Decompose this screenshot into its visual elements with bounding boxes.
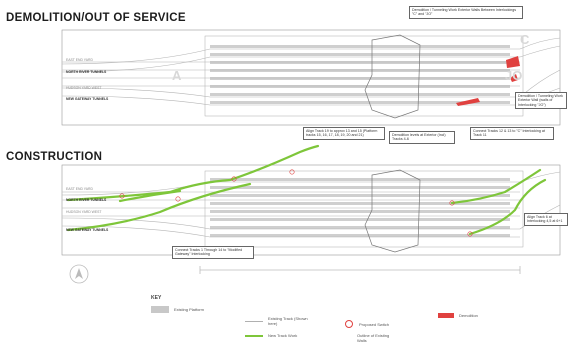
track-label-bottom-4: NEW GATEWAY TUNNELS bbox=[66, 228, 109, 232]
demolition-panel bbox=[61, 29, 561, 126]
demolition-marks bbox=[456, 56, 520, 106]
annotation-demolish: Demolition levels at Exterior (Incl) Tra… bbox=[389, 131, 455, 144]
existing-wall-outline bbox=[364, 34, 421, 119]
demolition-swatch-icon bbox=[438, 313, 454, 318]
construction-wall-outline bbox=[364, 169, 421, 253]
construction-panel bbox=[61, 144, 561, 256]
scale-bar bbox=[199, 266, 521, 274]
demolition-boundary bbox=[61, 29, 561, 126]
track-label-top-3: HUDSON YARD WEST bbox=[66, 86, 102, 90]
track-label-top-1: EAST END YARD bbox=[66, 58, 93, 62]
key-label: Demolition bbox=[459, 313, 478, 318]
annotation-demolition-top: Demolition / Tunneling Work Exterior Wal… bbox=[409, 6, 523, 19]
key-existing-track: Existing Track (Shown here) bbox=[245, 316, 308, 326]
key-label: New Track Work bbox=[268, 333, 298, 338]
track-label-bottom-3: HUDSON YARD WEST bbox=[66, 210, 102, 214]
key-label: Proposed Switch bbox=[359, 321, 390, 327]
annotation-connect-bottom: Connect Tracks 1 Through 14 to "Modified… bbox=[172, 246, 254, 259]
key-proposed-switch: Proposed Switch bbox=[345, 320, 389, 328]
construction-title: CONSTRUCTION bbox=[6, 151, 103, 163]
annotation-demolition-right: Demolition / Tunneling Work Exterior Wal… bbox=[515, 92, 567, 110]
construction-platforms bbox=[210, 178, 510, 237]
demolition-tracks bbox=[61, 37, 561, 106]
switch-icon bbox=[345, 320, 353, 328]
demolition-platforms bbox=[210, 45, 510, 104]
new-track-work bbox=[66, 144, 547, 236]
annotation-align: Align Track 19 to approx 13 and 15 (Plat… bbox=[303, 127, 385, 140]
key-title: KEY bbox=[151, 295, 162, 301]
wall-outline-icon bbox=[345, 335, 351, 341]
construction-tracks bbox=[61, 171, 561, 238]
track-label-bottom-1: EAST END YARD bbox=[66, 187, 93, 191]
key-existing-walls: Outline of Existing Walls bbox=[345, 333, 397, 343]
north-arrow bbox=[69, 264, 89, 284]
proposed-switches bbox=[119, 169, 473, 237]
track-swatch-icon bbox=[245, 320, 263, 322]
demolition-title: DEMOLITION/OUT OF SERVICE bbox=[6, 12, 186, 24]
key-label: Existing Track (Shown here) bbox=[268, 316, 308, 326]
zone-jo-label: JO bbox=[505, 68, 523, 83]
key-label: Existing Platform bbox=[174, 307, 205, 312]
key-new-track: New Track Work bbox=[245, 333, 297, 338]
key-demolition: Demolition bbox=[438, 313, 478, 318]
zone-a-label: A bbox=[172, 68, 182, 83]
annotation-align-right: Align Track 6 at Interlocking 4,5 at 6+1 bbox=[524, 213, 568, 226]
track-label-bottom-2: NORTH RIVER TUNNELS bbox=[66, 198, 107, 202]
key-label: Outline of Existing Walls bbox=[357, 333, 390, 343]
annotation-connect-top: Connect Tracks 12 & 13 to "C" Interlocki… bbox=[470, 127, 554, 140]
construction-boundary bbox=[61, 164, 561, 256]
track-label-top-4: NEW GATEWAY TUNNELS bbox=[66, 97, 109, 101]
new-track-swatch-icon bbox=[245, 334, 263, 337]
platform-swatch-icon bbox=[151, 306, 169, 313]
track-label-top-2: NORTH RIVER TUNNELS bbox=[66, 70, 107, 74]
key-existing-platform: Existing Platform bbox=[151, 306, 204, 313]
zone-c-label: C bbox=[520, 32, 530, 47]
